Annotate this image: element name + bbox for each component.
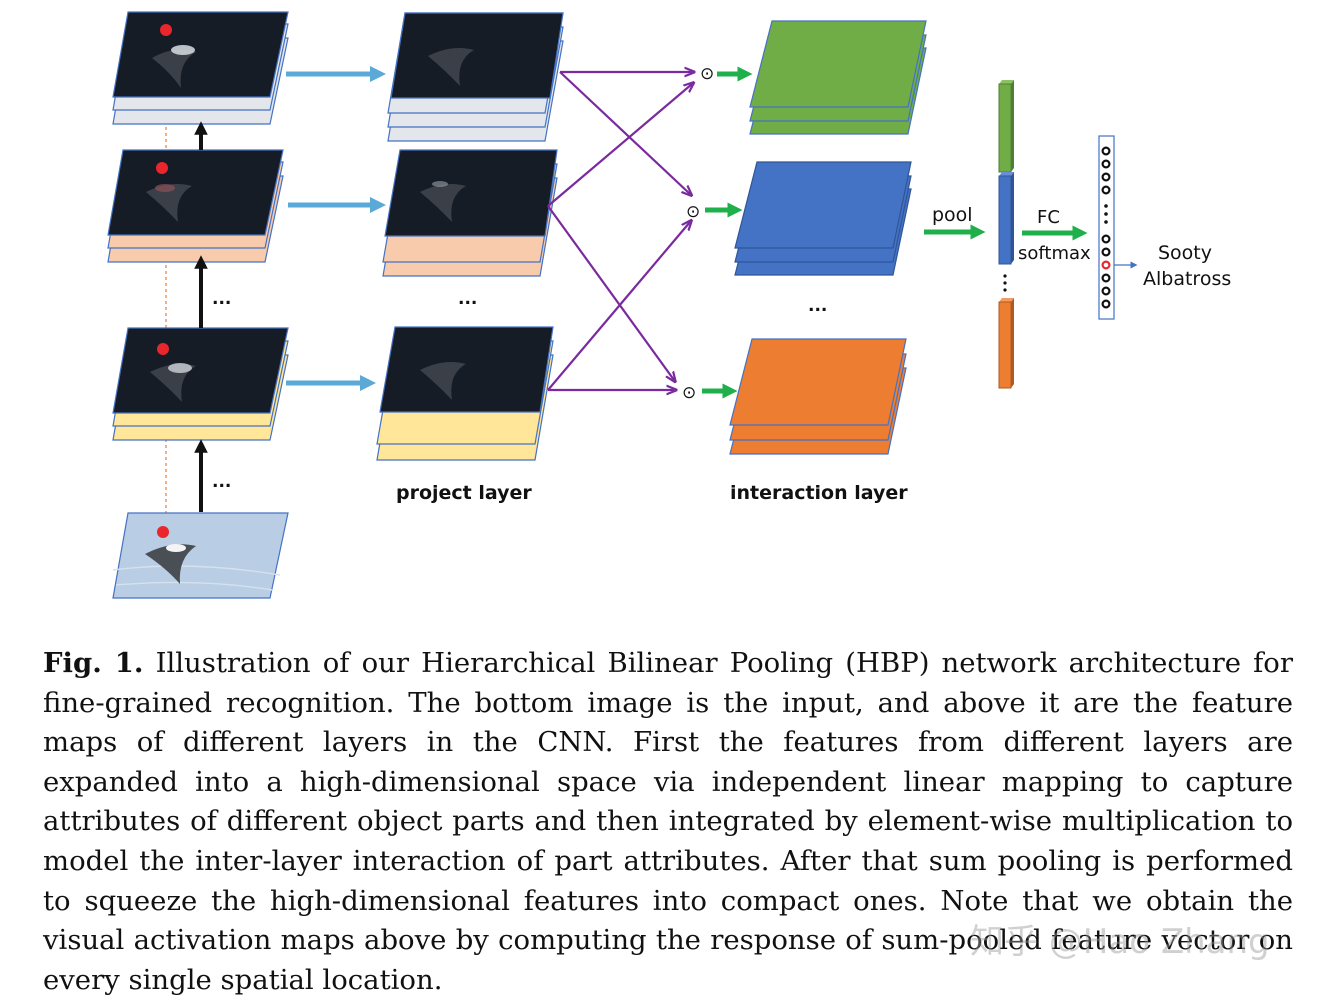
feature-map-stack-lower — [112, 327, 289, 441]
hadamard-symbol-top: ⊙ — [700, 64, 714, 84]
figure-caption: Fig. 1. Illustration of our Hierarchical… — [43, 644, 1293, 1000]
figure-label: Fig. 1. — [43, 647, 144, 679]
part-marker-icon — [160, 24, 172, 36]
project-stack-top — [387, 12, 564, 142]
fc-label: FC — [1037, 207, 1060, 228]
output-neurons — [1098, 135, 1115, 320]
interaction-layer-label: interaction layer — [730, 482, 908, 504]
hbp-architecture-diagram: ... ... ... project layer ⊙ ⊙ ⊙ — [107, 11, 1231, 599]
predicted-class-neuron — [1101, 260, 1111, 270]
hadamard-symbol-middle: ⊙ — [686, 202, 700, 222]
class-label-line1: Sooty — [1158, 242, 1212, 264]
interaction-stack-blue — [734, 161, 912, 276]
class-label-line2: Albatross — [1143, 268, 1231, 290]
bird-silhouette-icon — [428, 48, 474, 86]
part-marker-icon — [157, 526, 169, 538]
softmax-label: softmax — [1018, 243, 1091, 264]
feature-map-stack-top — [112, 11, 289, 125]
ellipsis-project: ... — [458, 289, 477, 309]
bird-silhouette-icon — [420, 362, 466, 400]
ellipsis-left-upper: ... — [212, 289, 231, 309]
interaction-stack-orange — [729, 338, 907, 455]
bird-silhouette-icon — [150, 364, 196, 402]
part-marker-icon — [156, 162, 168, 174]
bird-silhouette-icon — [152, 49, 196, 88]
interaction-connections — [547, 72, 692, 390]
pool-label: pool — [932, 204, 973, 226]
project-layer-label: project layer — [396, 482, 532, 504]
ellipsis-left-lower: ... — [212, 472, 231, 492]
project-stack-lower — [376, 326, 554, 461]
caption-text: Illustration of our Hierarchical Bilinea… — [43, 647, 1293, 996]
bird-silhouette-icon — [145, 544, 196, 584]
input-image — [112, 512, 289, 599]
part-marker-icon — [157, 343, 169, 355]
hadamard-symbol-lower: ⊙ — [682, 383, 696, 403]
interaction-stack-green — [749, 20, 927, 135]
bird-silhouette-icon — [420, 184, 466, 222]
project-stack-middle — [382, 149, 558, 277]
pooled-feature-vector — [998, 80, 1014, 389]
watermark: 知乎 @Hao Zhang — [970, 922, 1270, 962]
bird-silhouette-icon — [146, 184, 192, 222]
feature-map-stack-middle — [107, 149, 284, 263]
ellipsis-interaction: ... — [808, 296, 827, 316]
